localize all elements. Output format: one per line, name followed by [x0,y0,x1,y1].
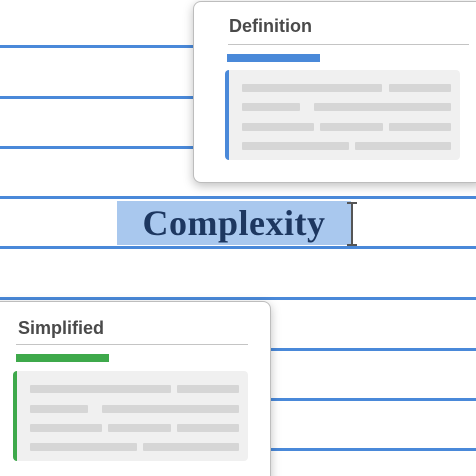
placeholder-line [314,103,451,111]
placeholder-line [389,123,451,131]
placeholder-line [242,84,382,92]
definition-accent-bar [227,54,320,62]
placeholder-line [30,443,137,451]
placeholder-line [177,385,239,393]
definition-card[interactable]: Definition [193,1,476,183]
placeholder-line [242,142,349,150]
placeholder-line [30,405,88,413]
selected-word[interactable]: Complexity [117,201,360,245]
ruled-line [0,246,476,249]
placeholder-line [242,123,314,131]
ruled-line [0,297,476,300]
word-text[interactable]: Complexity [142,203,326,243]
simplified-placeholder-text [13,371,248,461]
selection-highlight [117,201,351,245]
placeholder-line [177,424,239,432]
placeholder-line [355,142,451,150]
snippet-accent-edge [225,70,229,160]
card-divider [16,344,248,345]
placeholder-line [30,424,102,432]
definition-card-title: Definition [229,16,312,36]
placeholder-line [143,443,239,451]
placeholder-line [108,424,171,432]
snippet-accent-edge [13,371,17,461]
simplified-card-title: Simplified [18,318,105,338]
ruled-line [0,196,476,199]
simplified-card[interactable]: Simplified [0,301,271,476]
placeholder-line [389,84,451,92]
placeholder-line [320,123,383,131]
text-cursor-icon [347,202,357,246]
definition-placeholder-text [225,70,460,160]
placeholder-line [242,103,300,111]
card-divider [228,44,469,45]
placeholder-line [102,405,239,413]
simplified-accent-bar [16,354,109,362]
placeholder-line [30,385,171,393]
